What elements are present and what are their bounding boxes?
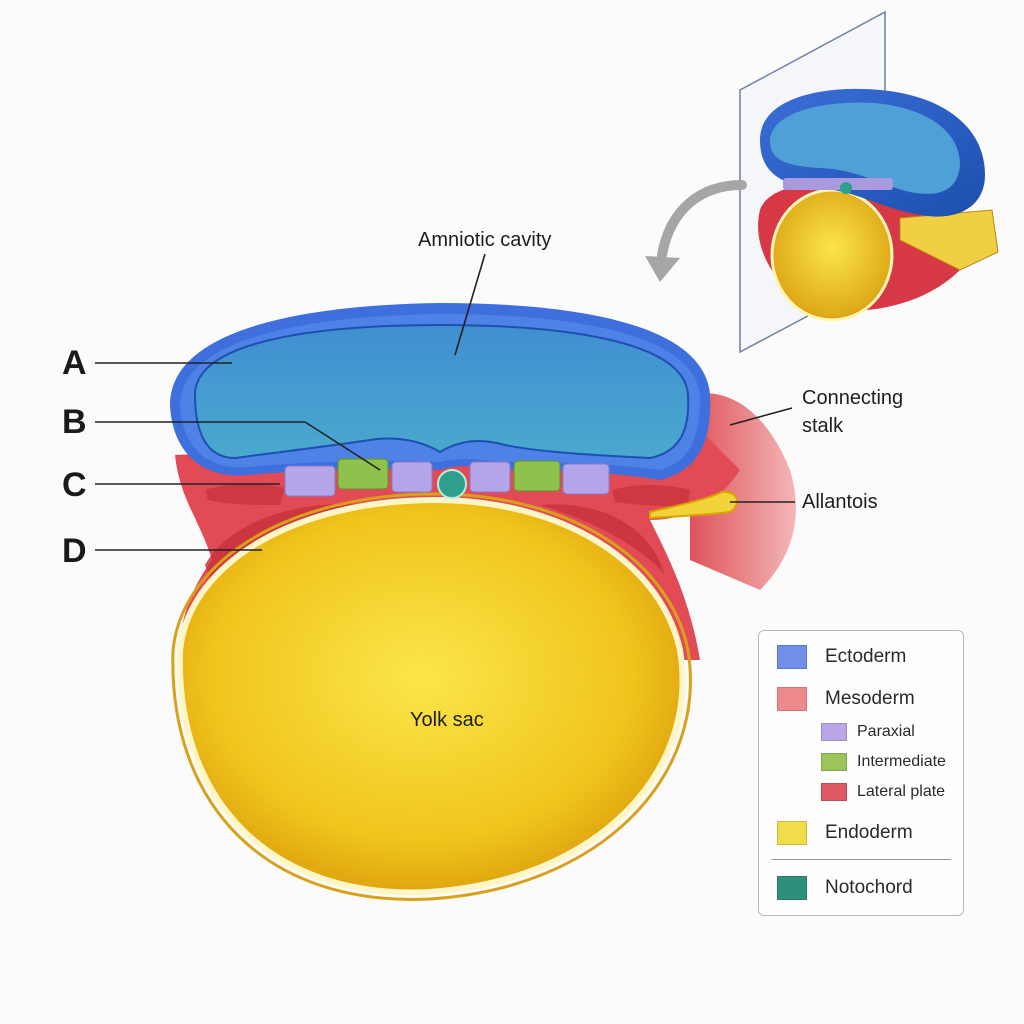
legend-item-lateral-plate: Lateral plate [821, 783, 945, 801]
legend-item-intermediate: Intermediate [821, 753, 946, 771]
legend-item-endoderm: Endoderm [777, 821, 913, 845]
yolk-sac-rim [171, 492, 692, 901]
inset-embryo-3d [739, 10, 999, 354]
legend-item-paraxial: Paraxial [821, 723, 915, 741]
paraxial-somite [469, 461, 511, 493]
legend-label: Lateral plate [857, 783, 946, 800]
legend-label: Intermediate [857, 753, 946, 770]
paraxial-swatch [821, 723, 847, 741]
inset-somites [783, 178, 893, 190]
legend-item-notochord: Notochord [777, 876, 913, 900]
label-amniotic-cavity: Amniotic cavity [418, 229, 551, 251]
yolk-sac [176, 496, 686, 896]
label-yolk-sac: Yolk sac [410, 709, 484, 731]
allantois [649, 490, 738, 520]
legend-label: Ectoderm [825, 646, 907, 667]
paraxial-somite [391, 461, 433, 493]
legend-label: Mesoderm [825, 688, 915, 709]
inset-yolk [770, 188, 894, 322]
lateral-plate-swatch [821, 783, 847, 801]
leader-amniotic [454, 253, 486, 356]
lateral-plate-right-upper [612, 485, 690, 507]
label-connecting-stalk-line2: stalk [802, 415, 844, 437]
legend-label: Endoderm [825, 822, 913, 843]
paraxial-somite [284, 465, 336, 497]
connecting-stalk [690, 393, 796, 590]
leader-stalk [729, 407, 793, 426]
legend-item-mesoderm: Mesoderm [777, 687, 915, 711]
inset-stalk [899, 209, 999, 271]
amniotic-cavity [193, 323, 690, 460]
intermediate-swatch [821, 753, 847, 771]
label-allantois: Allantois [802, 491, 878, 513]
label-connecting-stalk-line1: Connecting [802, 387, 903, 409]
paraxial-somite [562, 463, 610, 495]
endoderm-swatch [777, 821, 807, 845]
ectoderm-swatch [777, 645, 807, 669]
legend: Ectoderm Mesoderm Paraxial Intermediate … [758, 630, 964, 916]
letter-b: B [62, 403, 87, 441]
legend-label: Notochord [825, 877, 913, 898]
inset-amniotic [770, 102, 960, 194]
legend-label: Paraxial [857, 723, 915, 740]
section-arrow [657, 180, 747, 260]
notochord-swatch [777, 876, 807, 900]
leader-b [95, 421, 381, 471]
intermediate-mesoderm [513, 460, 561, 492]
intermediate-mesoderm [337, 458, 389, 490]
section-arrow-head [645, 256, 680, 282]
legend-divider [771, 859, 951, 860]
lateral-plate-right [540, 504, 665, 575]
letter-a: A [62, 344, 87, 382]
lateral-plate-left-upper [205, 483, 285, 505]
notochord [437, 469, 467, 499]
legend-item-ectoderm: Ectoderm [777, 645, 906, 669]
inset-notochord [840, 182, 852, 194]
mesoderm-swatch [777, 687, 807, 711]
letter-d: D [62, 532, 87, 570]
letter-c: C [62, 466, 87, 504]
